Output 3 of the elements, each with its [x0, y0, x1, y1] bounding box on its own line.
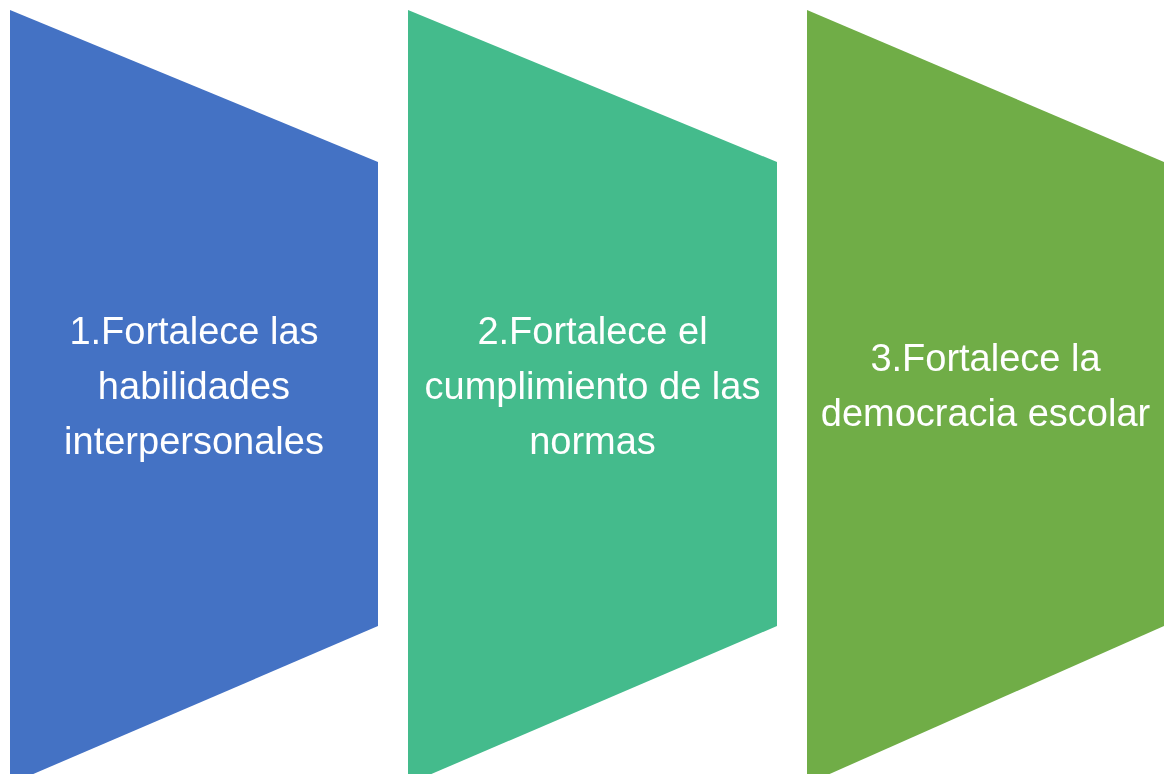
- step-text: 2.Fortalece el cumplimiento de las normas: [423, 308, 762, 464]
- step-text: 3.Fortalece la democracia escolar: [819, 336, 1152, 436]
- step-text: 1.Fortalece las habilidades interpersonales: [63, 308, 325, 464]
